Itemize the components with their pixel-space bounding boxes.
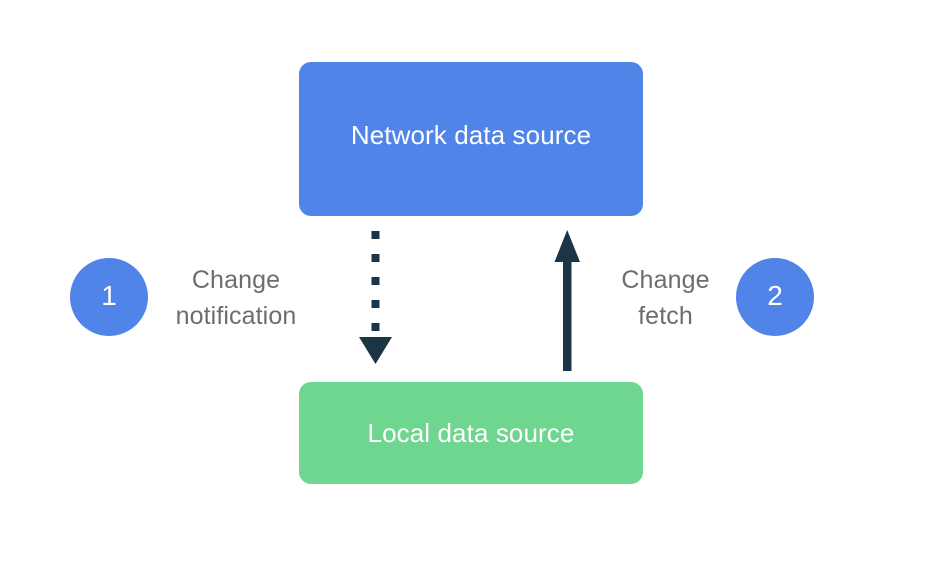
dotted-arrow-dash-2 — [371, 254, 380, 262]
node-network-label-line2: source — [512, 119, 592, 150]
node-network-data-source-label: Network data source — [299, 117, 643, 154]
node-network-data-source[interactable]: Network data source — [299, 62, 643, 216]
dotted-arrow-dash-3 — [371, 277, 380, 285]
node-local-data-source-label: Local data source — [299, 415, 643, 452]
dotted-arrow-head-down-icon — [359, 337, 392, 364]
arrow-change-notification-dotted — [359, 231, 392, 364]
dotted-arrow-dash-5 — [371, 323, 380, 331]
dotted-arrow-dash-4 — [371, 300, 380, 308]
solid-arrow-shaft — [563, 252, 572, 371]
edge-label-change-fetch: Change fetch — [603, 263, 728, 334]
edge-label-change-notification-line2: notification — [175, 301, 297, 330]
arrow-change-fetch-solid — [554, 230, 580, 371]
step-badge-1-number: 1 — [101, 280, 117, 311]
node-local-data-source[interactable]: Local data source — [299, 382, 643, 484]
step-badge-1[interactable]: 1 — [70, 258, 148, 336]
edge-label-change-fetch-line1: Change — [621, 266, 710, 294]
node-local-label-line2: source — [495, 417, 575, 448]
step-badge-2[interactable]: 2 — [736, 258, 814, 336]
edge-label-change-fetch-line2: fetch — [638, 301, 693, 330]
step-badge-2-number: 2 — [767, 280, 783, 311]
edge-label-change-notification: Change notification — [160, 263, 312, 334]
node-network-label-line1: Network data — [350, 119, 506, 150]
edge-label-change-notification-line1: Change — [191, 266, 281, 294]
node-local-label-line1: Local data — [367, 417, 489, 448]
dotted-arrow-dash-1 — [371, 231, 380, 239]
solid-arrow-head-up-icon — [554, 230, 580, 262]
